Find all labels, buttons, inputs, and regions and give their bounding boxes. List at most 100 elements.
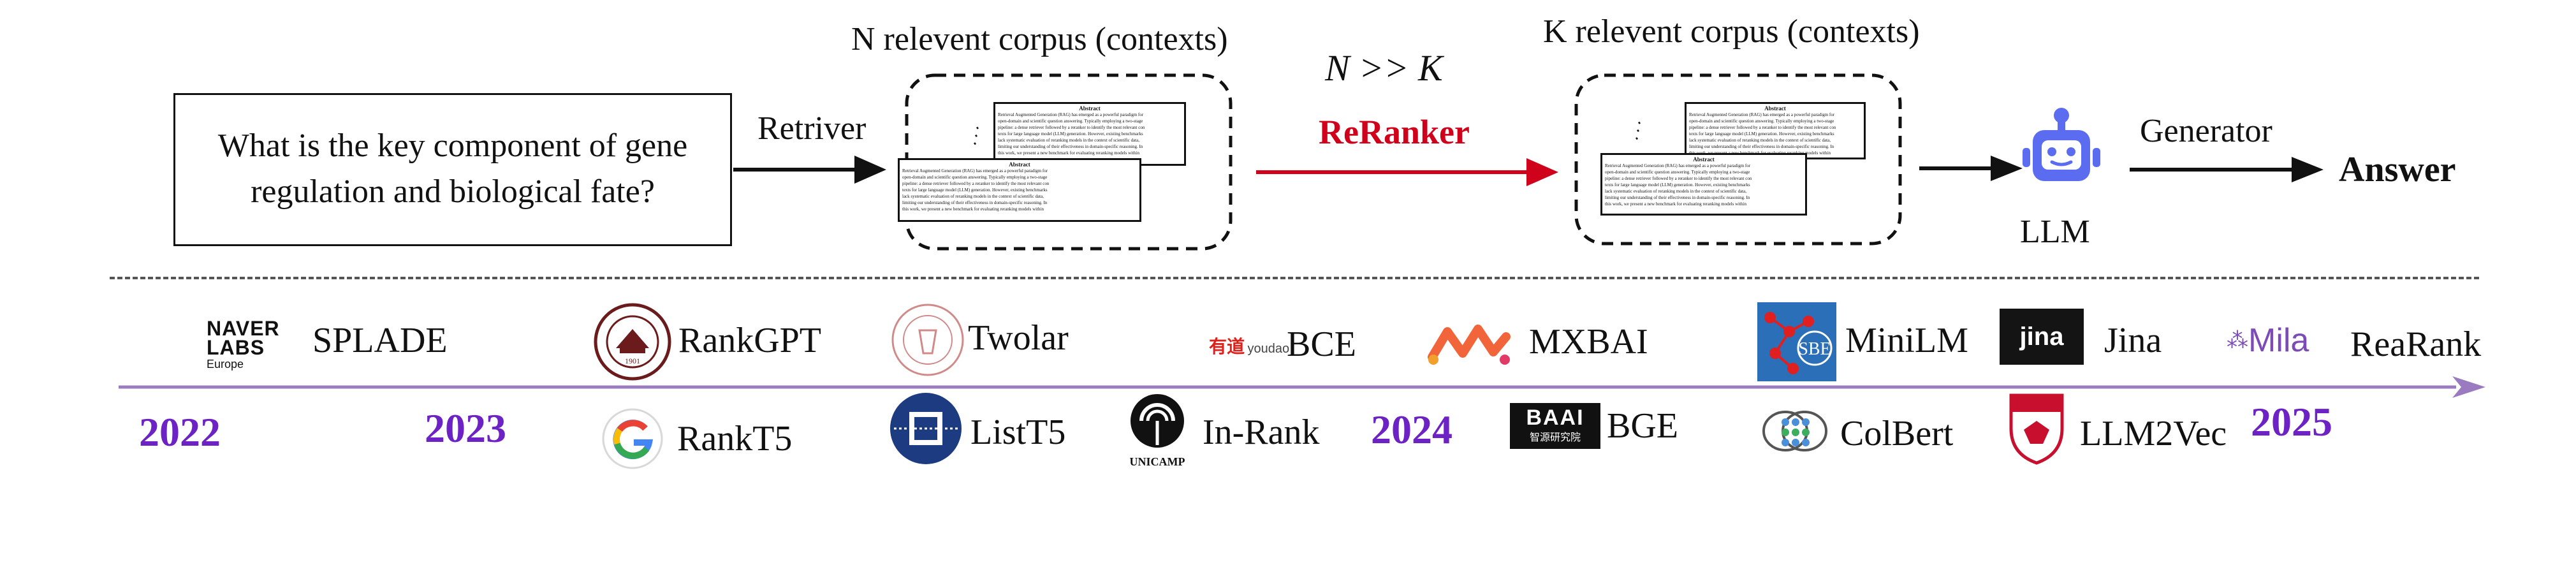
doc-abstract-heading: Abstract (1764, 105, 1786, 112)
timeline-axis (119, 376, 2485, 398)
model-rearank: ReaRank (2350, 325, 2482, 364)
model-llm2vec: LLM2Vec (2080, 414, 2227, 453)
model-jina: Jina (2104, 321, 2162, 360)
pipeline-arrows (733, 73, 2324, 251)
query-line-2: regulation and biological fate? (251, 173, 655, 210)
jina-logo: jina (2000, 309, 2084, 365)
query-line-1: What is the key component of gene (217, 128, 688, 164)
year-2022: 2022 (139, 409, 221, 455)
baai-cn-text: 智源研究院 (1529, 432, 1581, 443)
doc-abstract-line: this work, we present a new benchmark fo… (902, 207, 1044, 212)
doc-abstract-line: limiting our understanding of their effe… (1689, 144, 1834, 149)
doc-abstract-line: Retrieval Augmented Generation (RAG) has… (1605, 163, 1751, 168)
youdao-logo: 有道 youdao (1209, 333, 1289, 358)
llm-label: LLM (2020, 214, 2090, 250)
k-corpus-dashed-box (1574, 73, 1902, 246)
year-2024: 2024 (1371, 407, 1453, 452)
doc-abstract-line: open-domain and scientific question answ… (998, 119, 1143, 124)
query-box: What is the key component of gene regula… (173, 93, 732, 246)
doc-abstract-line: texts for large language model (LLM) gen… (998, 131, 1143, 136)
google-logo-icon (602, 408, 663, 469)
doc-abstract-line: lack systematic evaluation of reranking … (1605, 189, 1746, 194)
svg-text:UNICAMP: UNICAMP (1130, 455, 1185, 468)
doc-abstract-line: open-domain and scientific question answ… (1689, 119, 1834, 124)
doc-abstract-heading: Abstract (1009, 161, 1030, 168)
model-rankt5: RankT5 (677, 419, 793, 458)
llm-robot-icon (2023, 108, 2100, 181)
svg-text:SBE: SBE (1798, 339, 1831, 359)
generator-arrow (2130, 157, 2324, 182)
doc-abstract-line: pipeline: a dense retriever followed by … (902, 181, 1050, 186)
doc-abstract-line: lack systematic evaluation of reranking … (902, 194, 1044, 199)
naver-logo-text: NAVER (207, 317, 280, 340)
model-mxbai: MXBAI (1529, 322, 1648, 362)
crest-logo-icon (890, 393, 962, 464)
svg-text:1901: 1901 (625, 356, 640, 365)
university-seal-icon: 1901 (594, 303, 671, 381)
jina-logo-text: jina (2019, 323, 2064, 351)
relation-label: N >> K (1325, 47, 1443, 89)
model-bce: BCE (1287, 325, 1356, 364)
labs-logo-text: LABS (207, 336, 265, 359)
doc-abstract-line: Retrieval Augmented Generation (RAG) has… (1689, 112, 1835, 117)
youdao-cn-text: 有道 (1209, 337, 1245, 356)
twolar-seal-icon (891, 304, 964, 376)
reranker-arrow (1256, 158, 1558, 186)
naver-labs-logo: NAVER LABS Europe (207, 317, 296, 371)
doc-abstract-line: limiting our understanding of their effe… (1605, 195, 1750, 200)
reranker-label: ReRanker (1319, 113, 1470, 151)
sbe-logo-icon: SBE (1757, 302, 1836, 381)
mxbai-logo-icon (1428, 325, 1511, 365)
generator-label: Generator (2140, 113, 2272, 149)
year-2023: 2023 (425, 406, 506, 451)
baai-logo-text: BAAI (1526, 406, 1584, 430)
doc-abstract-line: lack systematic evaluation of reranking … (1689, 138, 1831, 143)
k-corpus-title: K relevent corpus (contexts) (1543, 13, 1920, 50)
doc-abstract-line: pipeline: a dense retriever followed by … (998, 125, 1145, 130)
europe-logo-text: Europe (207, 358, 244, 370)
retriever-arrow (733, 156, 886, 184)
retriever-label: Retriver (757, 110, 867, 147)
doc-abstract-line: limiting our understanding of their effe… (902, 200, 1048, 205)
model-bge: BGE (1607, 406, 1678, 446)
section-divider (110, 277, 2479, 279)
model-twolar: Twolar (968, 318, 1069, 358)
doc-abstract-line: this work, we present a new benchmark fo… (1605, 202, 1746, 207)
doc-abstract-line: Retrieval Augmented Generation (RAG) has… (902, 168, 1048, 173)
mila-logo: ⁂Mila (2227, 324, 2309, 357)
doc-abstract-line: open-domain and scientific question answ… (1605, 170, 1750, 175)
doc-abstract-line: Retrieval Augmented Generation (RAG) has… (998, 112, 1144, 117)
model-splade: SPLADE (312, 321, 448, 360)
mila-dots-icon: ⁂ (2227, 328, 2248, 353)
doc-abstract-line: lack systematic evaluation of reranking … (998, 138, 1139, 143)
to-llm-arrow (1919, 156, 2023, 181)
model-minilm: MiniLM (1845, 321, 1968, 360)
model-colbert: ColBert (1840, 414, 1954, 453)
year-2025: 2025 (2251, 399, 2332, 444)
doc-abstract-line: pipeline: a dense retriever followed by … (1605, 176, 1752, 181)
answer-label: Answer (2339, 150, 2456, 189)
unicamp-logo-icon: UNICAMP (1130, 394, 1185, 468)
model-listt5: ListT5 (970, 413, 1066, 452)
doc-abstract-line: texts for large language model (LLM) gen… (1605, 182, 1750, 187)
doc-abstract-heading: Abstract (1079, 105, 1101, 112)
colbert-logo-icon (1762, 411, 1827, 451)
doc-abstract-line: open-domain and scientific question answ… (902, 175, 1048, 180)
doc-abstract-heading: Abstract (1693, 156, 1715, 163)
baai-logo: BAAI 智源研究院 (1510, 403, 1600, 449)
n-corpus-title: N relevent corpus (contexts) (851, 21, 1228, 57)
doc-abstract-line: texts for large language model (LLM) gen… (902, 187, 1048, 193)
model-in-rank: In-Rank (1203, 413, 1320, 452)
youdao-en-text: youdao (1247, 342, 1290, 356)
doc-abstract-line: limiting our understanding of their effe… (998, 144, 1143, 149)
doc-abstract-line: texts for large language model (LLM) gen… (1689, 131, 1834, 136)
doc-abstract-line: pipeline: a dense retriever followed by … (1689, 125, 1836, 130)
mcgill-crest-icon (2009, 393, 2064, 465)
mila-logo-text: Mila (2248, 322, 2309, 359)
doc-abstract-line: this work, we present a new benchmark fo… (998, 150, 1139, 156)
model-rankgpt: RankGPT (678, 321, 821, 360)
